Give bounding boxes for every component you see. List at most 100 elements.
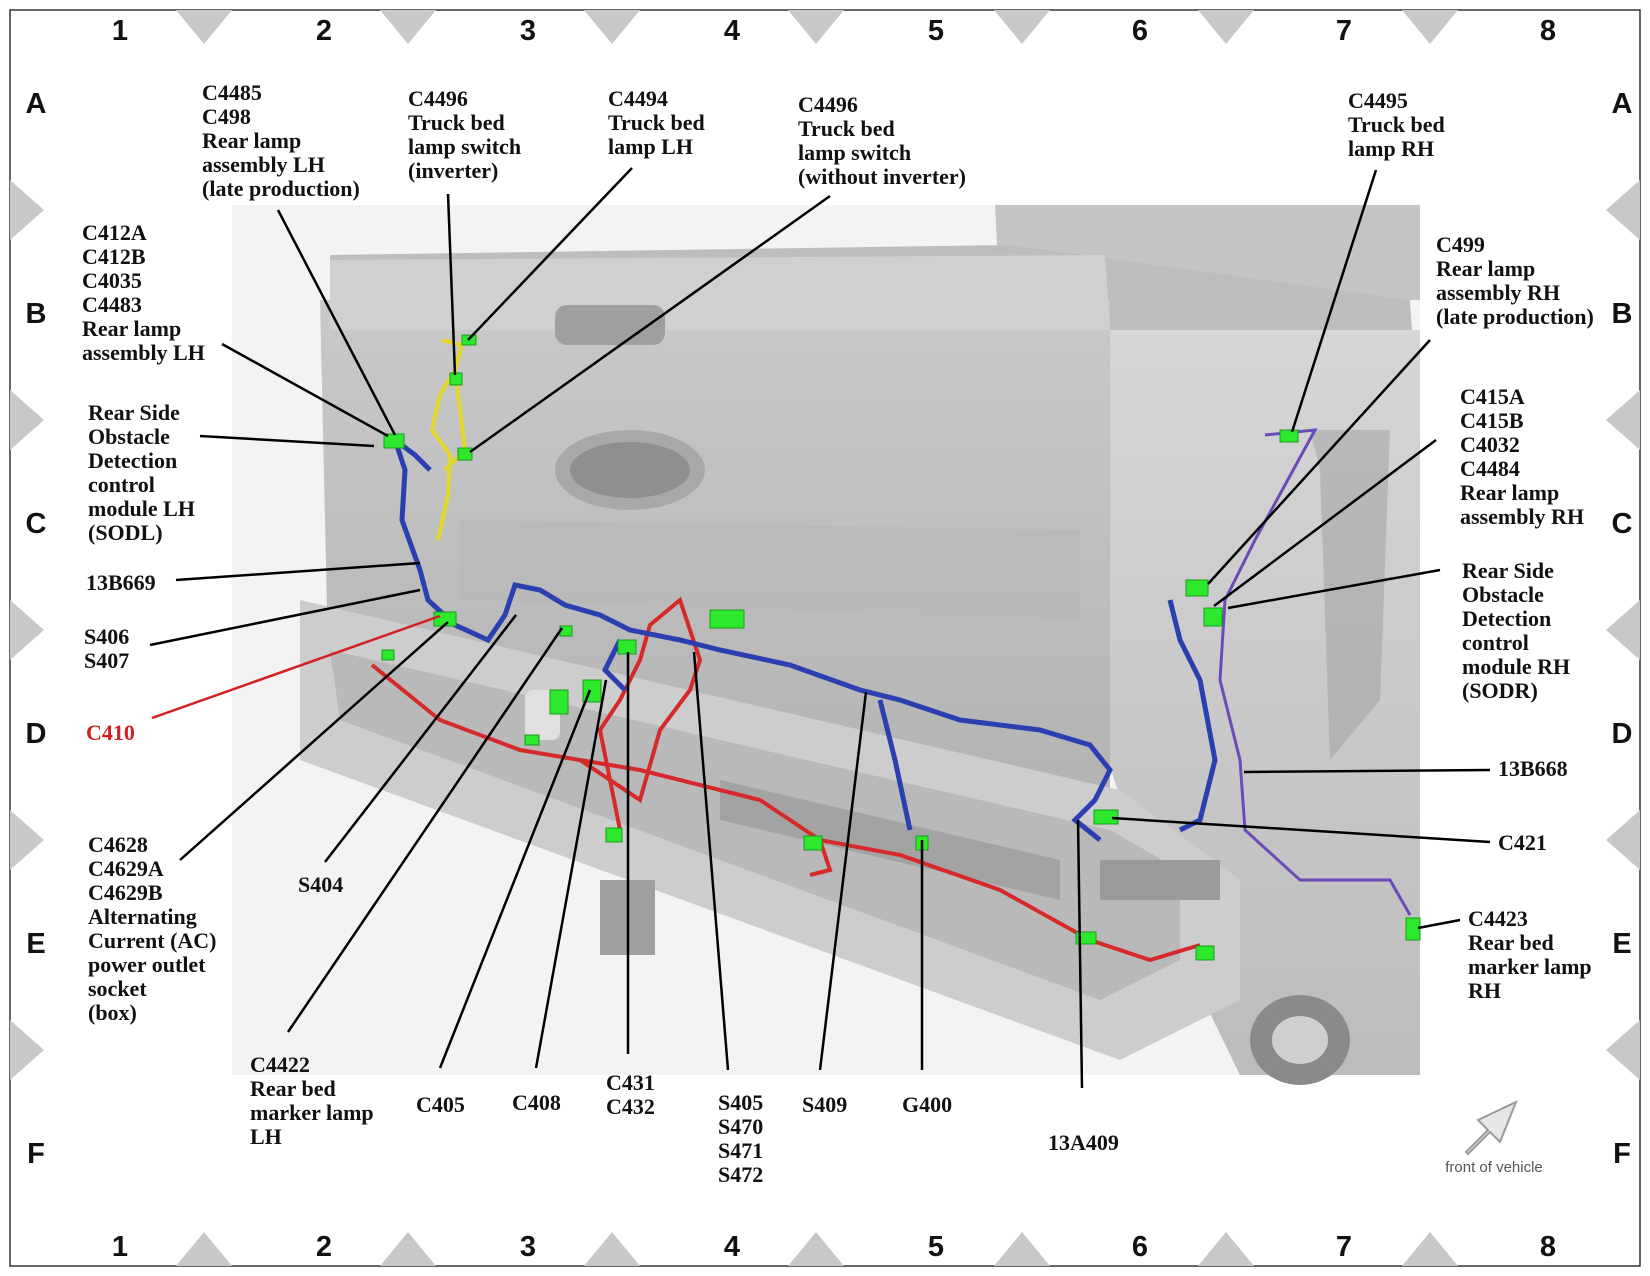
callout-line: 13B669 <box>86 570 156 595</box>
leader-c4496-inverter <box>446 193 457 376</box>
callout-line: (box) <box>88 1000 137 1025</box>
callout-line: LH <box>250 1124 282 1149</box>
leader-c408 <box>534 679 608 1069</box>
connector <box>1195 945 1215 961</box>
callout-line: module RH <box>1462 654 1570 679</box>
callout-line: C4496 <box>408 86 468 111</box>
callout-line: Rear Side <box>1462 558 1554 583</box>
callout-line: Alternating <box>88 904 197 929</box>
callout-line: RH <box>1468 978 1501 1003</box>
leader-c4422 <box>286 627 564 1033</box>
connector <box>605 827 623 843</box>
callout-line: Obstacle <box>88 424 170 449</box>
grid-row-f-right: F <box>1613 1138 1631 1170</box>
leader-c4628 <box>179 621 449 861</box>
callout-line: control <box>88 472 155 497</box>
leader-13b669 <box>175 561 421 582</box>
grid-column-labels-top: 1 2 3 4 5 6 7 8 <box>112 15 1556 47</box>
callout-line: C4494 <box>608 86 668 111</box>
callout-line: G400 <box>902 1092 952 1117</box>
callout-13a409: 13A409 <box>1048 1130 1119 1155</box>
callout-line: module LH <box>88 496 195 521</box>
connector <box>1093 809 1119 825</box>
callout-line: (SODL) <box>88 520 163 545</box>
callout-line: lamp switch <box>798 140 911 165</box>
callout-line: Truck bed <box>798 116 895 141</box>
callout-line: (late production) <box>202 176 360 201</box>
callout-line: C4032 <box>1460 432 1520 457</box>
callout-line: Truck bed <box>1348 112 1445 137</box>
grid-row-d-left: D <box>26 718 47 750</box>
grid-col-7-top: 7 <box>1336 15 1352 47</box>
grid-row-d-right: D <box>1612 718 1633 750</box>
callout-line: Detection <box>88 448 177 473</box>
callout-line: S470 <box>718 1114 763 1139</box>
callout-g400: G400 <box>902 1092 952 1117</box>
grid-row-b-left: B <box>26 298 47 330</box>
callout-line: C415A <box>1460 384 1525 409</box>
grid-row-labels-left: A B C D E F <box>26 88 47 1170</box>
callout-line: C432 <box>606 1094 655 1119</box>
connector <box>1405 917 1421 941</box>
grid-column-labels-bottom: 1 2 3 4 5 6 7 8 <box>112 1231 1556 1263</box>
grid-col-8-bottom: 8 <box>1540 1231 1556 1263</box>
callout-line: C4423 <box>1468 906 1528 931</box>
frame-notches <box>10 10 1640 1266</box>
callout-line: assembly RH <box>1436 280 1560 305</box>
grid-row-b-right: B <box>1612 298 1633 330</box>
callout-line: C421 <box>1498 830 1547 855</box>
callout-line: C4629A <box>88 856 164 881</box>
connector <box>549 689 569 715</box>
callout-line: assembly LH <box>202 152 325 177</box>
callout-line: S471 <box>718 1138 763 1163</box>
callout-line: S405 <box>718 1090 763 1115</box>
grid-col-7-bottom: 7 <box>1336 1231 1352 1263</box>
callout-line: Truck bed <box>608 110 705 135</box>
callout-s404: S404 <box>298 872 343 897</box>
grid-row-labels-right: A B C D E F <box>1612 88 1633 1170</box>
callout-line: (without inverter) <box>798 164 966 189</box>
callout-line: C431 <box>606 1070 655 1095</box>
leader-s405 <box>692 651 730 1071</box>
connector <box>559 625 573 637</box>
connector <box>1185 579 1209 597</box>
grid-col-5-top: 5 <box>928 15 944 47</box>
connector <box>1203 607 1223 627</box>
leader-c4423 <box>1417 918 1461 930</box>
leader-13b668 <box>1243 768 1491 774</box>
callout-line: S406 <box>84 624 129 649</box>
callout-line: S409 <box>802 1092 847 1117</box>
callout-line: (inverter) <box>408 158 498 183</box>
leader-c415a <box>1213 438 1437 608</box>
leader-s409 <box>818 691 868 1071</box>
connector <box>381 649 395 661</box>
callout-line: C412B <box>82 244 146 269</box>
front-of-vehicle-indicator: front of vehicle <box>1445 1100 1543 1176</box>
callout-line: C4496 <box>798 92 858 117</box>
grid-col-3-top: 3 <box>520 15 536 47</box>
leader-lines <box>149 167 1491 1089</box>
callout-line: Rear lamp <box>1436 256 1535 281</box>
grid-col-1-bottom: 1 <box>112 1231 128 1263</box>
callout-line: Rear bed <box>1468 930 1554 955</box>
callout-line: C4484 <box>1460 456 1520 481</box>
callout-line: C415B <box>1460 408 1524 433</box>
callout-line: C408 <box>512 1090 561 1115</box>
connector <box>457 447 473 461</box>
leader-c4485 <box>276 209 397 436</box>
grid-row-e-right: E <box>1612 928 1631 960</box>
callout-s409: S409 <box>802 1092 847 1117</box>
callout-line: 13A409 <box>1048 1130 1119 1155</box>
callout-line: (SODR) <box>1462 678 1538 703</box>
callout-line: assembly RH <box>1460 504 1584 529</box>
callout-line: Rear Side <box>88 400 180 425</box>
callout-line: Rear bed <box>250 1076 336 1101</box>
grid-row-a-right: A <box>1612 88 1633 120</box>
callout-c408: C408 <box>512 1090 561 1115</box>
